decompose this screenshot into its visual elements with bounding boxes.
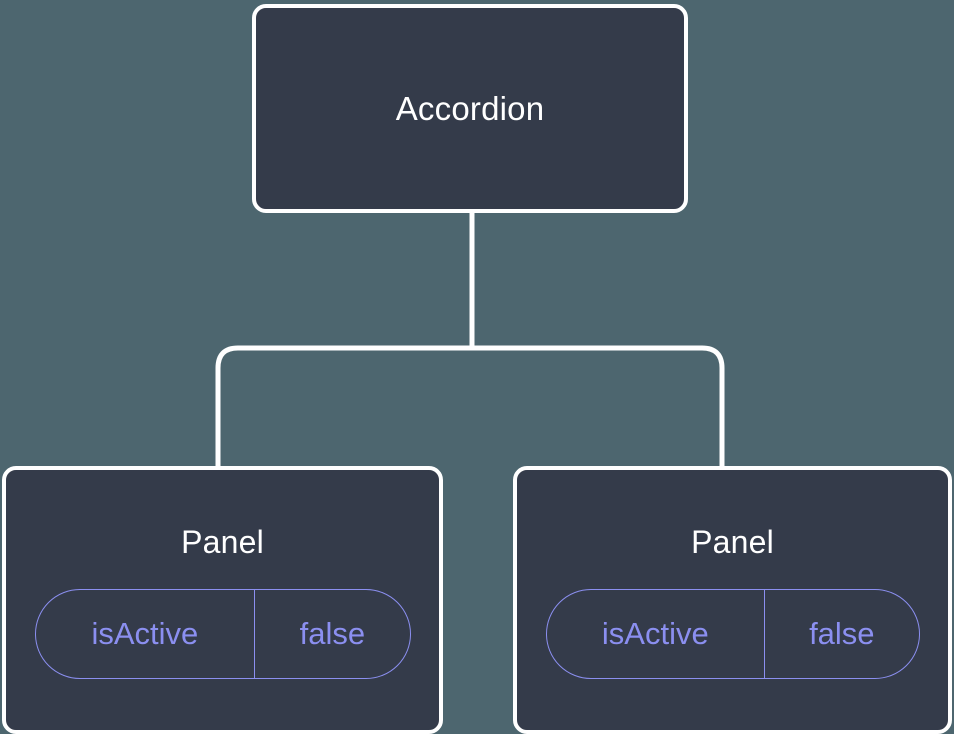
prop-value-label: false bbox=[809, 615, 875, 651]
prop-value-label: false bbox=[299, 615, 366, 651]
prop-key-label: isActive bbox=[547, 590, 766, 678]
node-panel-right-label: Panel bbox=[691, 524, 774, 560]
node-accordion-label: Accordion bbox=[395, 90, 545, 127]
edge-to-panel-left bbox=[215, 345, 472, 470]
prop-key-label: isActive bbox=[36, 590, 256, 678]
prop-badge-isactive-left[interactable]: isActive false bbox=[34, 589, 411, 679]
edge-to-panel-right bbox=[472, 345, 725, 470]
prop-badge-isactive-right[interactable]: isActive false bbox=[545, 589, 920, 679]
node-panel-right[interactable]: Panel isActive false bbox=[513, 466, 952, 734]
node-panel-left[interactable]: Panel isActive false bbox=[2, 466, 443, 734]
node-panel-left-label: Panel bbox=[181, 524, 264, 560]
node-accordion[interactable]: Accordion bbox=[252, 4, 688, 213]
